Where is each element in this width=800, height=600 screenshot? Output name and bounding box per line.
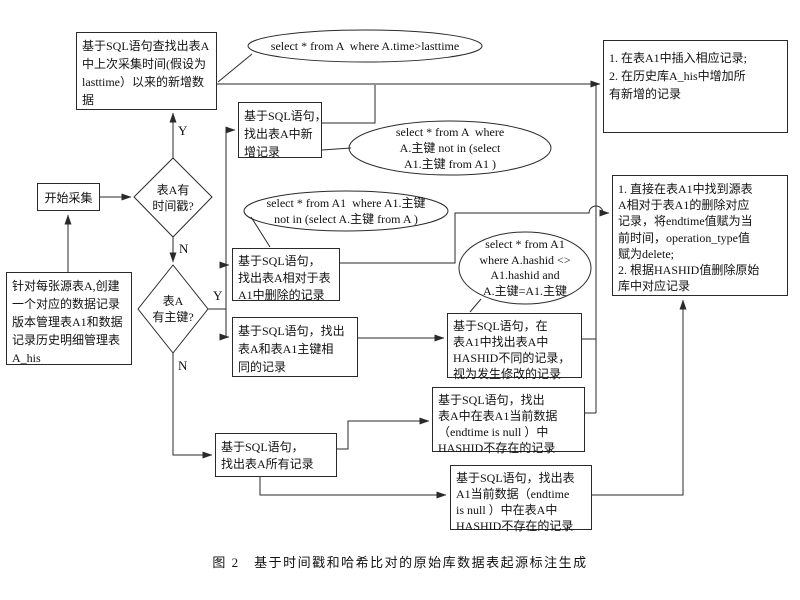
query-hash-label: select * from A1 where A.hashid <> A1.ha… bbox=[479, 237, 571, 298]
sql-deleted-records-label: 基于SQL语句， 找出表A相对于表 A1中删除的记录 bbox=[238, 254, 331, 302]
sql-hash-modified-node: 基于SQL语句，在 表A1中找出表A中 HASHID不同的记录， 视为发生修改的… bbox=[447, 313, 582, 381]
decision-timestamp-text: 表A有 时间戳? bbox=[134, 158, 212, 237]
query-pk-deleted-ellipse bbox=[243, 190, 449, 232]
decision-pk-text: 表A 有主键? bbox=[138, 265, 208, 353]
result-insert-label: 1. 在表A1中插入相应记录; 2. 在历史库A_his中增加所 有新增的记录 bbox=[609, 51, 748, 101]
sql-all-records-label: 基于SQL语句， 找出表A所有记录 bbox=[221, 440, 314, 471]
sql-new-records-node: 基于SQL语句， 找出表A中新 增记录 bbox=[238, 102, 327, 159]
query-time-text: select * from A where A.time>lasttime bbox=[250, 31, 480, 62]
arrow-all-records-to-hash-new bbox=[337, 417, 430, 450]
result-delete-label: 1. 直接在表A1中找到源表 A相对于表A1的删除对应 记录，将endtime值… bbox=[618, 182, 760, 294]
sql-timestamp-new-label: 基于SQL语句查找出表A 中上次采集时间(假设为 lasttime）以来的新增数… bbox=[82, 39, 210, 107]
arrow-decision2-no-to-all-records bbox=[172, 353, 213, 459]
query-pk-new-text: select * from A where A.主键 not in (selec… bbox=[352, 122, 548, 174]
tail-query-pk-deleted bbox=[250, 216, 271, 248]
query-hash-text: select * from A1 where A.hashid <> A1.ha… bbox=[461, 234, 589, 302]
arrow-deleted-to-delete-result bbox=[340, 205, 610, 264]
start-label: 开始采集 bbox=[44, 190, 93, 205]
query-time-ellipse bbox=[247, 29, 483, 63]
decision1-no-label: N bbox=[179, 241, 189, 256]
sql-timestamp-new-node: 基于SQL语句查找出表A 中上次采集时间(假设为 lasttime）以来的新增数… bbox=[76, 32, 217, 110]
decision2-no-label: N bbox=[178, 358, 188, 373]
note-create-tables-node: 针对每张源表A,创建 一个对应的数据记录 版本管理表A1和数据 记录历史明细管理… bbox=[6, 272, 132, 365]
result-insert-node: 1. 在表A1中插入相应记录; 2. 在历史库A_his中增加所 有新增的记录 bbox=[603, 40, 788, 133]
query-pk-deleted-label: select * from A1 where A1.主键 not in (sel… bbox=[266, 196, 426, 226]
sql-all-records-node: 基于SQL语句， 找出表A所有记录 bbox=[215, 433, 337, 477]
trunk-decision2-yes bbox=[208, 130, 227, 337]
figure-caption: 图 2 基于时间戳和哈希比对的原始库数据表起源标注生成 bbox=[212, 555, 588, 570]
decision1-yes-label: Y bbox=[178, 123, 188, 138]
query-pk-deleted-text: select * from A1 where A1.主键 not in (sel… bbox=[246, 192, 446, 230]
query-hash-ellipse bbox=[458, 231, 592, 305]
decision-pk-label: 表A 有主键? bbox=[152, 294, 194, 324]
sql-same-pk-label: 基于SQL语句，找出 表A和表A1主键相 同的记录 bbox=[238, 324, 345, 374]
query-time-label: select * from A where A.time>lasttime bbox=[270, 39, 460, 53]
query-pk-new-label: select * from A where A.主键 not in (selec… bbox=[395, 125, 505, 171]
tail-query-hash bbox=[469, 298, 482, 313]
sql-hash-new-label: 基于SQL语句，找出 表A中在表A1当前数据 （endtime is null … bbox=[438, 393, 558, 455]
tail-query-pk-new bbox=[321, 147, 352, 151]
join-new-records-to-top-line bbox=[322, 85, 376, 124]
sql-same-pk-node: 基于SQL语句，找出 表A和表A1主键相 同的记录 bbox=[232, 317, 358, 377]
decision2-yes-label: Y bbox=[213, 288, 223, 303]
tail-query-time bbox=[217, 53, 253, 83]
sql-hash-modified-label: 基于SQL语句，在 表A1中找出表A中 HASHID不同的记录， 视为发生修改的… bbox=[453, 319, 571, 381]
sql-new-records-label: 基于SQL语句， 找出表A中新 增记录 bbox=[244, 109, 327, 159]
arrow-all-records-to-hash-deleted bbox=[259, 477, 447, 499]
start-node: 开始采集 bbox=[37, 183, 100, 211]
decision-timestamp-label: 表A有 时间戳? bbox=[152, 182, 194, 213]
sql-hash-deleted-label: 基于SQL语句，找出表 A1当前数据（endtime is null ）中在表A… bbox=[456, 471, 575, 533]
arrow-hash-deleted-to-delete-result bbox=[592, 299, 687, 496]
result-delete-node: 1. 直接在表A1中找到源表 A相对于表A1的删除对应 记录，将endtime值… bbox=[612, 175, 788, 296]
sql-hash-new-node: 基于SQL语句，找出 表A中在表A1当前数据 （endtime is null … bbox=[432, 387, 585, 455]
sql-deleted-records-node: 基于SQL语句， 找出表A相对于表 A1中删除的记录 bbox=[232, 248, 340, 302]
note-create-tables-label: 针对每张源表A,创建 一个对应的数据记录 版本管理表A1和数据 记录历史明细管理… bbox=[12, 279, 123, 365]
sql-hash-deleted-node: 基于SQL语句，找出表 A1当前数据（endtime is null ）中在表A… bbox=[450, 465, 592, 533]
